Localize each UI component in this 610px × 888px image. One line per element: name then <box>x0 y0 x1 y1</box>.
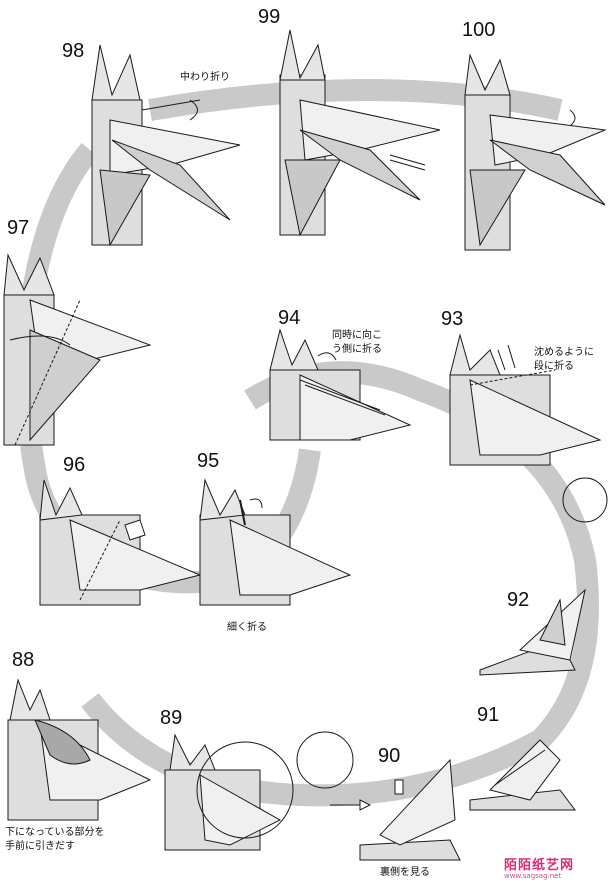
step-number-99: 99 <box>258 6 281 28</box>
step-number-91: 91 <box>477 704 500 726</box>
step-number-92: 92 <box>507 589 530 611</box>
step-number-97: 97 <box>7 217 30 239</box>
step-97-model <box>3 253 152 446</box>
step-88-model <box>7 678 152 821</box>
step-number-98: 98 <box>62 40 85 62</box>
step-number-90: 90 <box>378 745 401 767</box>
step-number-94: 94 <box>278 307 301 329</box>
step-90-model <box>296 731 461 861</box>
step-91-model <box>469 739 576 811</box>
step-number-100: 100 <box>462 19 496 41</box>
step-92-model <box>479 477 608 676</box>
step-number-89: 89 <box>160 707 183 729</box>
step-94-model <box>269 328 412 441</box>
step-93-model <box>449 333 602 466</box>
step-95-model <box>199 478 352 606</box>
watermark-url: www.sagsag.net <box>504 872 562 880</box>
step-98-model <box>91 44 241 247</box>
note-sink-fold: 沈めるように 段に折る <box>534 347 594 372</box>
note-fold-behind-together: 同時に向こ う側に折る <box>332 330 382 355</box>
step-number-96: 96 <box>63 454 86 476</box>
note-pull-out-layer: 下になっている部分を 手前に引きだす <box>5 827 105 852</box>
step-100-model <box>464 53 607 251</box>
step-number-88: 88 <box>12 649 35 671</box>
site-watermark: 陌陌纸艺网 www.sagsag.net <box>504 856 574 880</box>
step-number-95: 95 <box>197 450 220 472</box>
step-89-model <box>164 733 294 851</box>
step-96-model <box>39 479 202 606</box>
note-fold-thin: 細く折る <box>227 622 267 633</box>
watermark-title: 陌陌纸艺网 <box>504 858 575 873</box>
note-inside-reverse-fold: 中わり折り <box>180 72 230 83</box>
step-number-93: 93 <box>441 308 464 330</box>
note-look-back: 裏側を見る <box>380 867 430 878</box>
step-99-model <box>279 29 441 237</box>
